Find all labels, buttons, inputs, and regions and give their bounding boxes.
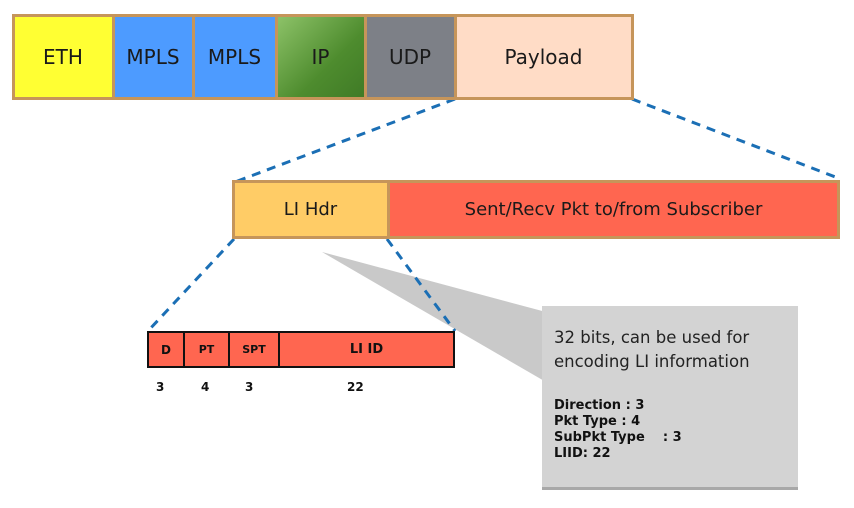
mpls-label-2: MPLS: [207, 45, 262, 69]
callout-pointer: [322, 252, 546, 382]
mpls-label-1: MPLS: [126, 45, 180, 69]
field-liid: LI ID: [278, 331, 455, 368]
sent-recv-label: Sent/Recv Pkt to/from Subscriber: [464, 199, 763, 220]
callout-box: 32 bits, can be used for encoding LI inf…: [542, 306, 798, 490]
bits-spt: 3: [245, 380, 254, 394]
detail-name: Pkt Type: [554, 414, 617, 429]
callout-line-1: 32 bits, can be used for: [554, 328, 750, 347]
li-hdr-segment: LI Hdr: [233, 181, 388, 238]
field-d-label: D: [161, 342, 171, 357]
ip-label: IP: [311, 45, 330, 69]
divider: [364, 14, 367, 100]
field-spt-label: SPT: [242, 343, 266, 356]
divider: [192, 14, 195, 100]
bits-pt: 4: [201, 380, 210, 394]
zoom-line-payload-left: [234, 97, 456, 184]
mpls-segment-1: MPLS: [113, 15, 193, 99]
field-pt-label: PT: [198, 343, 215, 356]
field-spt: SPT: [228, 331, 280, 368]
sent-recv-segment: Sent/Recv Pkt to/from Subscriber: [388, 181, 839, 238]
payload-label: Payload: [504, 45, 583, 69]
detail-value: 4: [631, 414, 641, 429]
bits-d: 3: [156, 380, 165, 394]
detail-subpkt-type: SubPkt Type : 3: [554, 430, 682, 446]
udp-label: UDP: [388, 45, 432, 69]
zoom-line-lihdr-right: [385, 238, 457, 332]
divider: [454, 14, 457, 100]
detail-value: 3: [672, 430, 682, 445]
detail-value: 22: [592, 446, 611, 461]
zoom-line-lihdr-left: [146, 237, 236, 333]
eth-label: ETH: [43, 45, 83, 69]
detail-name: SubPkt Type: [554, 430, 645, 445]
field-liid-label: LI ID: [349, 342, 384, 357]
divider: [112, 14, 115, 100]
detail-value: 3: [635, 398, 645, 413]
field-pt: PT: [183, 331, 230, 368]
detail-direction: Direction : 3: [554, 398, 682, 414]
li-hdr-label: LI Hdr: [283, 199, 338, 220]
eth-segment: ETH: [13, 15, 113, 99]
mpls-segment-2: MPLS: [193, 15, 276, 99]
detail-sep: :: [644, 430, 673, 445]
callout-line-2: encoding LI information: [554, 352, 750, 371]
ip-segment: IP: [276, 15, 365, 99]
detail-sep: :: [616, 414, 632, 429]
detail-pkt-type: Pkt Type : 4: [554, 414, 682, 430]
zoom-line-payload-right: [631, 97, 839, 180]
callout-text: 32 bits, can be used for encoding LI inf…: [554, 326, 750, 374]
divider: [387, 180, 390, 239]
divider: [275, 14, 278, 100]
udp-segment: UDP: [365, 15, 455, 99]
field-d: D: [147, 331, 185, 368]
detail-name: Direction: [554, 398, 622, 413]
detail-sep: :: [621, 398, 636, 413]
payload-segment: Payload: [455, 15, 632, 99]
detail-name: LIID: [554, 446, 583, 461]
detail-sep: :: [582, 446, 593, 461]
bits-liid: 22: [347, 380, 364, 394]
callout-details: Direction : 3 Pkt Type : 4 SubPkt Type :…: [554, 398, 682, 462]
detail-liid: LIID: 22: [554, 446, 682, 462]
